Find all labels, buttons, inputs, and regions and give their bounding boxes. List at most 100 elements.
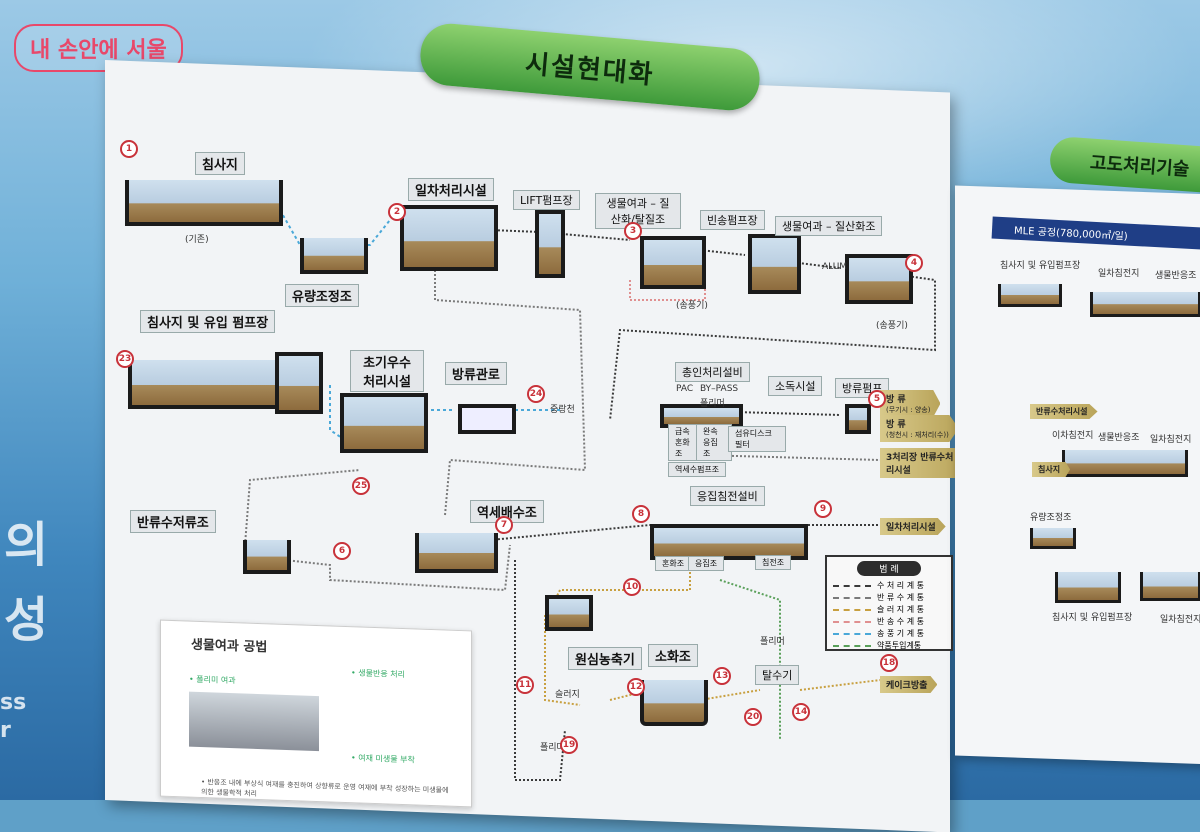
- badge-5: 5: [868, 390, 886, 408]
- tank-first-rain: [340, 393, 428, 453]
- legend-label-6: 약품투입계통: [877, 641, 922, 650]
- legend-row-5: 송 풍 기 계 통: [833, 628, 945, 639]
- label-coagulation: 응집침전설비: [690, 486, 765, 506]
- label-return-pump: 빈송펌프장: [700, 210, 765, 230]
- badge-6: 6: [333, 542, 351, 560]
- tank-lift-pump: [535, 210, 565, 278]
- tag-outfall-2-sub: (청천시 : 재처리(수)): [886, 431, 949, 439]
- label-sludge: 슬러지: [555, 690, 580, 700]
- label-pac: PAC: [676, 384, 694, 394]
- b2-label-1: 침사지 및 유입펌프장: [1000, 261, 1081, 271]
- b2-label-5: 이차침전지: [1052, 431, 1094, 441]
- badge-14: 14: [792, 703, 810, 721]
- badge-2: 2: [388, 203, 406, 221]
- card-sub-2: • 생물반응 처리: [351, 668, 405, 680]
- tag-third-plant: 3처리장 반류수처리시설: [880, 448, 966, 478]
- tank-flow-equalization: [300, 238, 368, 274]
- tank-outfall-pipe: [458, 404, 516, 434]
- label-biofilter-2: 생물여과 – 질산화조: [775, 216, 883, 236]
- label-mix-tank: 혼화조: [655, 556, 692, 571]
- b2-tank-6: [1140, 572, 1200, 601]
- badge-19: 19: [560, 736, 578, 754]
- card-sub-3: • 여재 미생물 부착: [351, 753, 415, 765]
- legend-label-4: 반 송 수 계 통: [877, 617, 924, 626]
- b2-label-9: 유량조정조: [1030, 513, 1072, 523]
- badge-13: 13: [713, 667, 731, 685]
- badge-24: 24: [527, 385, 545, 403]
- b2-tank-5: [1055, 572, 1121, 603]
- b2-tank-3: [1062, 450, 1188, 477]
- tank-coagulation: [650, 524, 808, 560]
- label-jungrang: 중랑천: [550, 405, 575, 415]
- label-digester: 소화조: [648, 644, 698, 667]
- badge-20: 20: [744, 708, 762, 726]
- b2-tank-1: [998, 284, 1062, 307]
- tank-inflow-pump-side: [275, 352, 323, 414]
- label-blower-2: (송풍기): [876, 321, 908, 331]
- badge-4: 4: [905, 254, 923, 272]
- b2-label-10: 침사지 및 유입펌프장: [1052, 613, 1133, 623]
- tank-inflow-pump: [128, 360, 286, 409]
- badge-12: 12: [627, 678, 645, 696]
- tank-return-storage: [243, 540, 291, 574]
- tank-return-pump: [748, 234, 801, 294]
- badge-7: 7: [495, 516, 513, 534]
- legend-title: 범 례: [857, 561, 921, 576]
- tank-biofilter-1: [640, 236, 706, 289]
- card-sub-1: • 폴리미 여과: [189, 674, 236, 686]
- side-glyph-2: 성: [4, 592, 49, 648]
- label-first-rain: 초기우수 처리시설: [350, 350, 424, 392]
- badge-1: 1: [120, 140, 138, 158]
- flow-lines: [244, 209, 936, 781]
- legend-row-6: 약품투입계통: [833, 640, 945, 651]
- label-disc-filter: 섬유디스크 필터: [728, 426, 786, 452]
- tag-outfall-1-sub: (무기시 : 양송): [886, 406, 931, 414]
- label-thickener: 원심농축기: [568, 647, 642, 670]
- label-settle-tank: 침전조: [755, 555, 792, 570]
- b2-label-2: 일차침전지: [1098, 269, 1140, 279]
- label-coag-tank: 응집조: [688, 556, 725, 571]
- b2-label-6: 생물반응조: [1098, 433, 1140, 443]
- tank-sludge: [545, 595, 593, 631]
- label-disinfect: 소독시설: [768, 376, 823, 396]
- legend-row-2: 반 류 수 계 통: [833, 592, 945, 603]
- badge-8: 8: [632, 505, 650, 523]
- badge-9: 9: [814, 500, 832, 518]
- label-slow-mix: 완속 응집조: [696, 424, 732, 461]
- label-polymer-1: 폴리머: [540, 743, 565, 753]
- card-caption: 생물여과 공법: [191, 637, 268, 656]
- label-backwash: 역세배수조: [470, 500, 544, 523]
- tag-outfall-1: 방 류(무기시 : 양송): [880, 390, 941, 417]
- label-lift-pump: LIFT펌프장: [513, 190, 580, 210]
- badge-11: 11: [516, 676, 534, 694]
- label-alum: ALUM: [822, 262, 848, 272]
- b2-tag-grit: 침사지: [1032, 462, 1071, 477]
- tank-primary: [400, 205, 498, 271]
- label-polymer-3: 폴리머: [700, 399, 725, 409]
- label-flow-equalization: 유량조정조: [285, 284, 359, 307]
- b2-tank-2: [1090, 292, 1200, 317]
- legend-box: 범 례 수 처 리 계 통 반 류 수 계 통 슬 러 지 계 통 반 송 수 …: [825, 555, 953, 651]
- tag-outfall-2: 방 류(청천시 : 재처리(수)): [880, 415, 959, 442]
- legend-row-3: 슬 러 지 계 통: [833, 604, 945, 615]
- label-return-storage: 반류수저류조: [130, 510, 216, 533]
- legend-label-2: 반 류 수 계 통: [877, 593, 924, 602]
- b2-tag-return: 반류수처리시설: [1030, 404, 1098, 419]
- tag-cake-discharge: 케이크방출: [880, 676, 938, 693]
- label-grit-chamber: 침사지: [195, 152, 245, 175]
- label-inflow-pump: 침사지 및 유입 펌프장: [140, 310, 276, 333]
- label-bypass: BY–PASS: [700, 384, 739, 394]
- tank-grit-chamber: [125, 180, 283, 226]
- b2-tank-4: [1030, 528, 1076, 549]
- card-diagram-image: [189, 691, 319, 752]
- label-polymer-2: 폴리머: [760, 637, 785, 647]
- badge-18: 18: [880, 654, 898, 672]
- badge-3: 3: [624, 222, 642, 240]
- label-grit-existing: (기존): [185, 235, 209, 245]
- tank-backwash: [415, 533, 498, 573]
- b2-label-3: 생물반응조: [1155, 271, 1197, 281]
- tank-digester: [640, 680, 708, 726]
- tank-out-pump: [845, 404, 871, 434]
- label-backwash-pump: 역세수펌프조: [668, 462, 727, 477]
- side-glyph-3: ss: [0, 690, 27, 715]
